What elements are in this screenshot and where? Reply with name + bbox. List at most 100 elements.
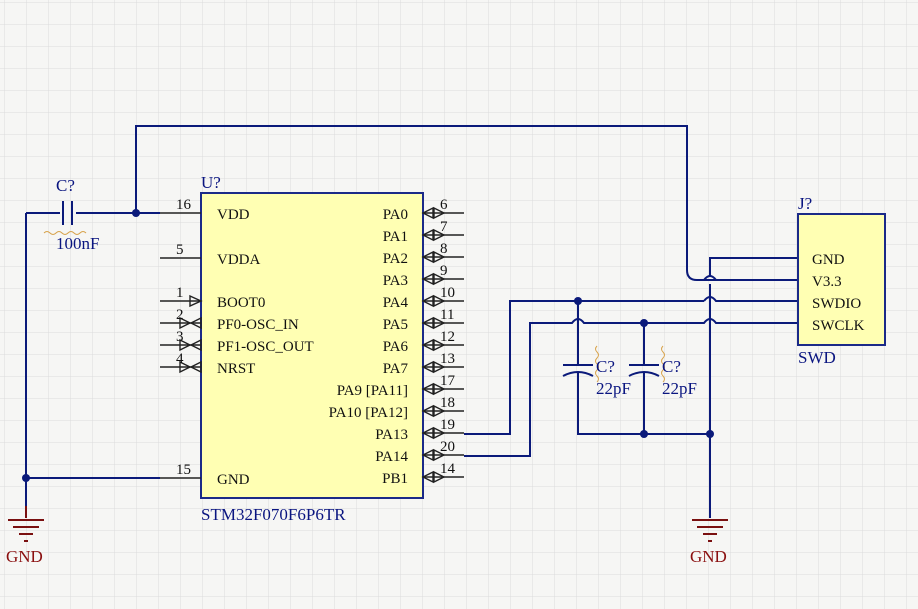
unverified-value-marker [43, 231, 87, 235]
pin-number: 7 [440, 219, 448, 235]
unverified-value-marker [661, 345, 665, 383]
ground-symbol-right: GND [690, 519, 728, 566]
junction-dot [706, 430, 714, 438]
swd-connector[interactable]: J? GND V3.3 SWDIO SWCLK SWD [797, 194, 886, 367]
wire-hop-gnd [703, 275, 717, 281]
cap-plate-bottom [628, 371, 660, 377]
mcu-left-pins: 16VDD5VDDA1BOOT02PF0-OSC_IN3PF1-OSC_OUT4… [160, 197, 314, 488]
wire-swclk [464, 318, 798, 457]
pin-name: PA1 [383, 229, 408, 245]
pin-name: PA9 [PA11] [337, 383, 408, 399]
swd-cap-1-value: 22pF [596, 379, 631, 398]
pin-number: 13 [440, 351, 455, 367]
pin-number: 8 [440, 241, 448, 257]
pin-name: PA3 [383, 273, 408, 289]
connector-pin-swclk: SWCLK [812, 318, 865, 334]
mcu-component[interactable]: U? STM32F070F6P6TR 16VDD5VDDA1BOOT02PF0-… [160, 173, 464, 524]
pin-number: 5 [176, 242, 184, 258]
pin-name: PA4 [383, 295, 409, 311]
swd-cap-2-designator: C? [662, 357, 681, 376]
ground-label-left: GND [6, 547, 43, 566]
pin-number: 1 [176, 285, 184, 301]
wire-c1-bottom [577, 373, 710, 435]
pin-number: 14 [440, 461, 456, 477]
connector-designator: J? [798, 194, 812, 213]
pin-number: 10 [440, 285, 455, 301]
pin-name: PA6 [383, 339, 409, 355]
pin-number: 19 [440, 417, 455, 433]
mcu-right-pins: 6PA07PA18PA29PA310PA411PA512PA613PA717PA… [329, 197, 464, 487]
decoupling-cap-value: 100nF [56, 234, 99, 253]
wire-swdio [464, 300, 704, 435]
unverified-value-marker [595, 345, 599, 383]
pin-name: PF0-OSC_IN [217, 317, 299, 333]
swd-cap-1-designator: C? [596, 357, 615, 376]
pin-name: GND [217, 472, 250, 488]
pin-number: 17 [440, 373, 456, 389]
pin-name: PA10 [PA12] [329, 405, 408, 421]
pin-number: 18 [440, 395, 455, 411]
swd-capacitor-2[interactable]: C? 22pF [628, 345, 697, 398]
connector-pin-v33: V3.3 [812, 274, 842, 290]
cap-plate-bottom [562, 371, 594, 377]
mcu-designator: U? [201, 173, 221, 192]
junction-dot [640, 319, 648, 327]
decoupling-capacitor[interactable]: C? 100nF [43, 176, 99, 253]
pin-number: 4 [176, 351, 184, 367]
pin-number: 2 [176, 307, 184, 323]
connector-name: SWD [798, 348, 836, 367]
swd-capacitor-1[interactable]: C? 22pF [562, 345, 631, 398]
pin-name: BOOT0 [217, 295, 265, 311]
junction-dot [132, 209, 140, 217]
pin-name: VDD [217, 207, 250, 223]
wire-conn-gnd [709, 257, 798, 518]
pin-name: PA13 [375, 427, 408, 443]
junction-dot [574, 297, 582, 305]
decoupling-cap-designator: C? [56, 176, 75, 195]
pin-number: 16 [176, 197, 192, 213]
connector-pin-gnd: GND [812, 252, 845, 268]
wires [22, 125, 798, 518]
pin-name: PA14 [375, 449, 408, 465]
pin-name: PB1 [382, 471, 408, 487]
pin-number: 20 [440, 439, 455, 455]
pin-name: PA7 [383, 361, 409, 377]
pin-name: NRST [217, 361, 255, 377]
wire-swdio-hop [703, 296, 798, 302]
pin-number: 9 [440, 263, 448, 279]
pin-name: PA0 [383, 207, 408, 223]
swd-cap-2-value: 22pF [662, 379, 697, 398]
pin-number: 6 [440, 197, 448, 213]
wire-vdd-to-v33 [135, 125, 798, 281]
pin-number: 12 [440, 329, 455, 345]
pin-name: VDDA [217, 252, 260, 268]
pin-number: 11 [440, 307, 454, 323]
pin-name: PA5 [383, 317, 408, 333]
pin-number: 3 [176, 329, 184, 345]
ground-symbol-left: GND [6, 506, 44, 566]
ground-label-right: GND [690, 547, 727, 566]
junction-dot [22, 474, 30, 482]
